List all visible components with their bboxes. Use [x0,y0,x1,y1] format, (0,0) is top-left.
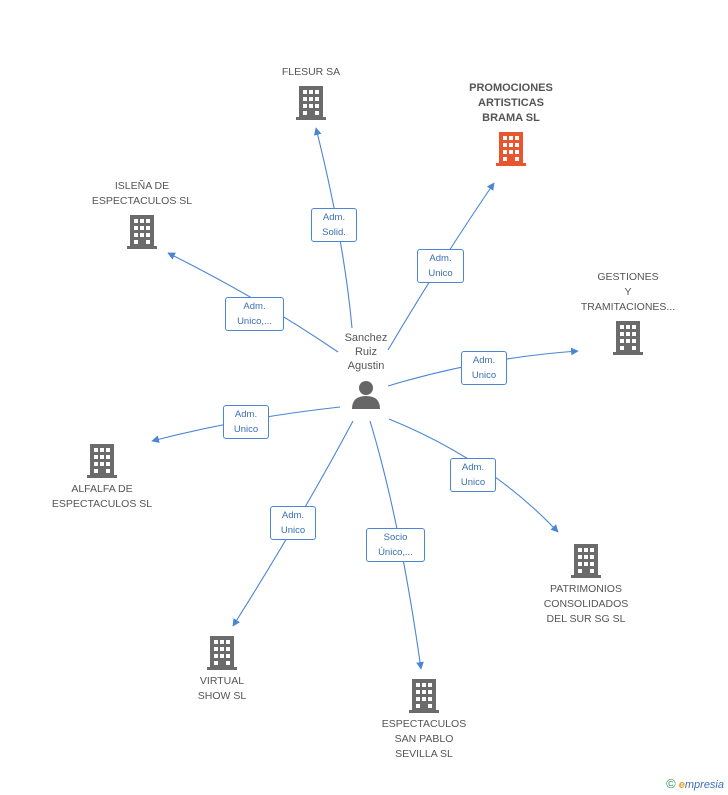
company-name-patrimonios: PATRIMONIOS CONSOLIDADOS DEL SUR SG SL [543,583,629,625]
company-name-gestiones: GESTIONES Y TRAMITACIONES... [580,271,676,313]
company-name-islena: ISLEÑA DE ESPECTACULOS SL [91,180,193,207]
company-node-promociones[interactable]: PROMOCIONES ARTISTICAS BRAMA SL [436,81,586,166]
building-icon [496,132,526,166]
building-icon [571,544,601,578]
company-node-gestiones[interactable]: GESTIONES Y TRAMITACIONES... [553,270,703,355]
building-icon [296,86,326,120]
edge-label-sanpablo[interactable]: Socio Único,... [366,528,425,562]
person-name: Sanchez Ruiz Agustin [344,332,388,372]
brand-logo[interactable]: © empresia [666,776,724,791]
company-node-alfalfa[interactable]: ALFALFA DE ESPECTACULOS SL [27,442,177,512]
edge-label-flesur[interactable]: Adm. Solid. [311,208,357,242]
company-node-flesur[interactable]: FLESUR SA [236,65,386,120]
company-node-sanpablo[interactable]: ESPECTACULOS SAN PABLO SEVILLA SL [349,677,499,762]
edge-label-alfalfa[interactable]: Adm. Unico [223,405,269,439]
company-name-flesur: FLESUR SA [281,66,341,78]
edge-label-gestiones[interactable]: Adm. Unico [461,351,507,385]
company-name-virtual: VIRTUAL SHOW SL [197,675,247,702]
brand-e: e [678,779,685,791]
edge-label-patrimonios[interactable]: Adm. Unico [450,458,496,492]
building-icon [613,321,643,355]
company-node-virtual[interactable]: VIRTUAL SHOW SL [147,634,297,704]
copyright-symbol: © [666,776,676,791]
company-node-patrimonios[interactable]: PATRIMONIOS CONSOLIDADOS DEL SUR SG SL [511,542,661,627]
building-icon [409,679,439,713]
company-name-sanpablo: ESPECTACULOS SAN PABLO SEVILLA SL [381,718,467,760]
edge-label-promociones[interactable]: Adm. Unico [417,249,464,283]
brand-text: mpresia [684,779,724,791]
edge-label-islena[interactable]: Adm. Unico,... [225,297,284,331]
edge-label-virtual[interactable]: Adm. Unico [270,506,316,540]
company-node-islena[interactable]: ISLEÑA DE ESPECTACULOS SL [67,179,217,249]
company-name-alfalfa: ALFALFA DE ESPECTACULOS SL [51,483,153,510]
building-icon [87,444,117,478]
center-person[interactable]: Sanchez Ruiz Agustin [311,331,421,409]
person-icon [352,381,380,409]
building-icon [207,636,237,670]
building-icon [127,215,157,249]
company-name-promociones: PROMOCIONES ARTISTICAS BRAMA SL [469,82,553,124]
